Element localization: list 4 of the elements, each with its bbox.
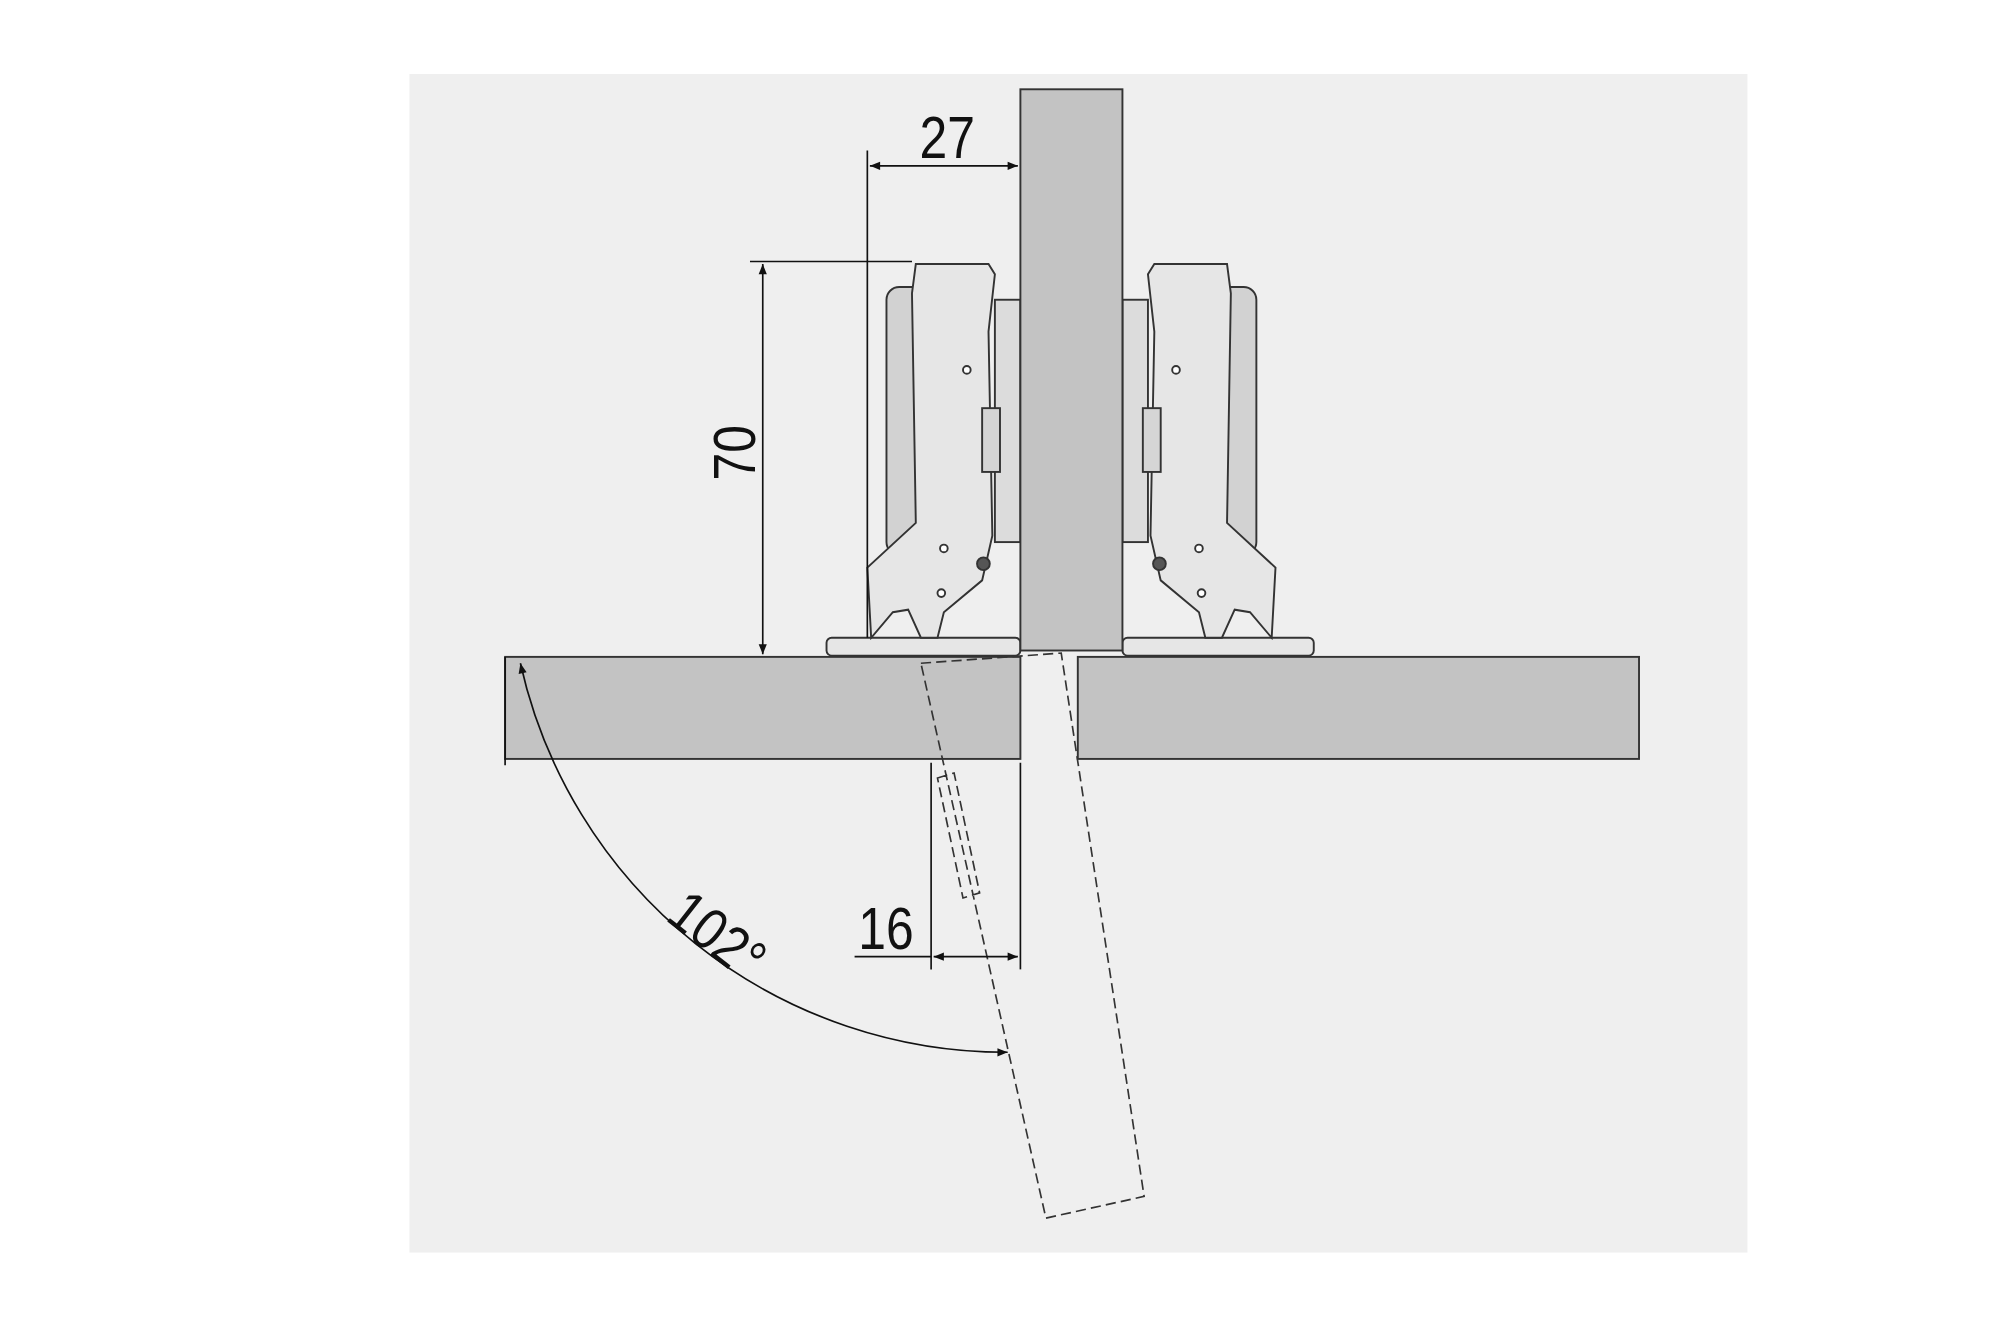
dimension-label: 27 bbox=[918, 108, 975, 168]
dimension-label: 102° bbox=[658, 880, 776, 990]
dimension-label: 70 bbox=[704, 425, 763, 481]
dimension-label: 16 bbox=[857, 899, 914, 958]
